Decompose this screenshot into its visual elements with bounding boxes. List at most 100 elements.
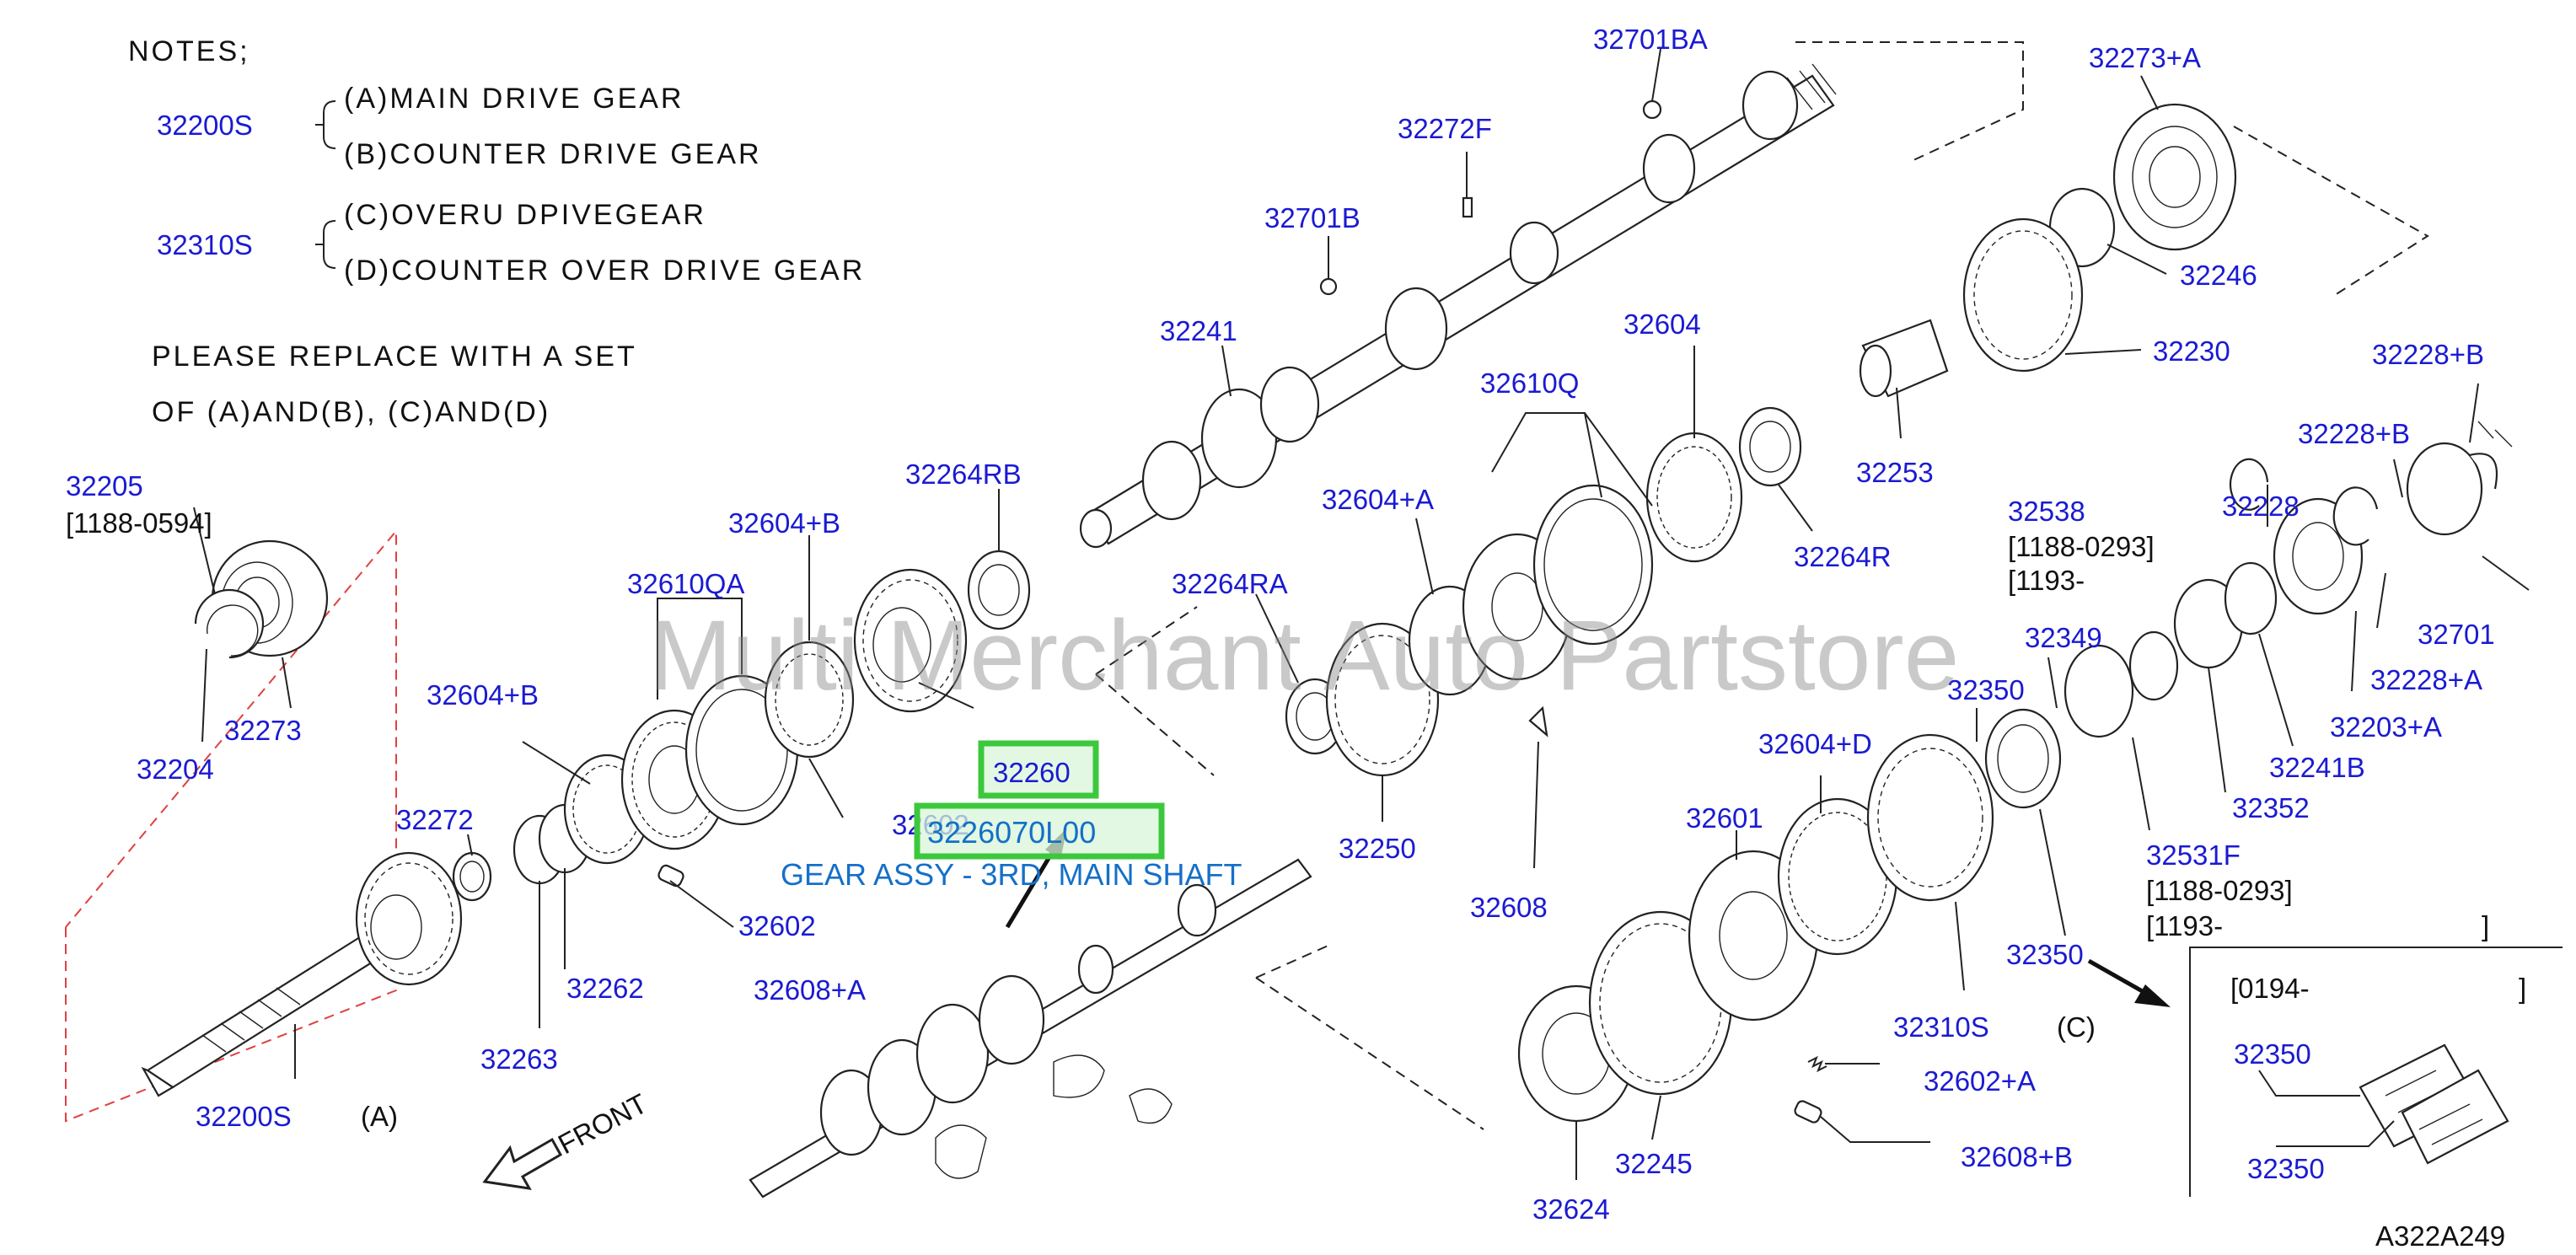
part-32701-bearing[interactable] — [2406, 442, 2483, 536]
label-32604[interactable]: 32604 — [1623, 308, 1701, 340]
label-32250[interactable]: 32250 — [1339, 833, 1416, 864]
part-32264R-needle-bearing[interactable] — [1738, 406, 1802, 487]
label-32262[interactable]: 32262 — [566, 973, 644, 1004]
highlight-callout[interactable]: 32260 3226070L00 GEAR ASSY - 3RD, MAIN S… — [781, 740, 1242, 892]
part-32230-gear[interactable] — [1962, 217, 2084, 373]
part-32228-snap-ring[interactable] — [2230, 458, 2269, 511]
label-32350-b[interactable]: 32350 — [2006, 939, 2084, 970]
part-32701B-ball[interactable] — [1319, 277, 1338, 296]
label-32608A[interactable]: 32608+A — [754, 974, 866, 1006]
part-32272-needle-bearing[interactable] — [452, 851, 492, 902]
label-32241[interactable]: 32241 — [1160, 315, 1237, 346]
label-32531F[interactable]: 32531F — [2146, 839, 2241, 871]
note-b: (B)COUNTER DRIVE GEAR — [344, 138, 762, 170]
notes-code-32310S[interactable]: 32310S — [157, 229, 253, 260]
red-dashed-outline — [65, 528, 397, 1123]
part-32241B-washer[interactable] — [2224, 561, 2278, 636]
brace-icon — [315, 220, 336, 269]
label-32245[interactable]: 32245 — [1615, 1148, 1693, 1179]
part-32602A-spring[interactable] — [1807, 1055, 1827, 1073]
label-32200S[interactable]: 32200S — [196, 1101, 292, 1132]
label-32228B-2[interactable]: 32228+B — [2298, 418, 2410, 449]
label-32264R[interactable]: 32264R — [1794, 541, 1892, 572]
watermark: Multi Merchant Auto Partstore — [649, 600, 1959, 711]
notes-code-32200S[interactable]: 32200S — [157, 110, 253, 141]
label-32272[interactable]: 32272 — [396, 804, 474, 835]
part-32272F-pin[interactable] — [1462, 196, 1473, 218]
label-32604B-top[interactable]: 32604+B — [728, 507, 840, 539]
part-32310S-gear[interactable] — [1866, 733, 1994, 902]
part-32608A-insert[interactable] — [657, 864, 685, 888]
label-32610Q[interactable]: 32610Q — [1480, 367, 1579, 399]
label-32263[interactable]: 32263 — [480, 1043, 558, 1075]
part-32260-3rd-gear[interactable] — [853, 568, 968, 713]
label-32228B-1[interactable]: 32228+B — [2372, 339, 2484, 370]
label-32310S[interactable]: 32310S — [1893, 1011, 1989, 1043]
part-32349-collar[interactable] — [2063, 644, 2134, 738]
label-32624[interactable]: 32624 — [1532, 1193, 1610, 1225]
part-32200S-gear[interactable] — [355, 851, 463, 986]
highlight-box-number[interactable] — [914, 802, 1165, 860]
label-32604D[interactable]: 32604+D — [1758, 728, 1872, 759]
brace-icon — [315, 100, 336, 149]
label-32204[interactable]: 32204 — [137, 754, 214, 785]
label-32608[interactable]: 32608 — [1470, 892, 1548, 923]
label-32246[interactable]: 32246 — [2180, 260, 2257, 291]
label-32602[interactable]: 32602 — [738, 910, 816, 941]
part-32204-snap-ring[interactable] — [194, 588, 265, 659]
label-32264RA[interactable]: 32264RA — [1172, 568, 1288, 599]
label-32352[interactable]: 32352 — [2232, 792, 2310, 823]
part-32200S-shaft[interactable] — [145, 934, 390, 1089]
label-32701BA[interactable]: 32701BA — [1593, 24, 1708, 55]
label-32608B[interactable]: 32608+B — [1961, 1141, 2073, 1172]
main-drive-gear-group — [65, 528, 1031, 1123]
main-shaft-group — [1079, 41, 2024, 549]
part-32604-baulk-ring[interactable] — [1645, 432, 1743, 563]
part-32228A-snap-ring[interactable] — [2332, 486, 2379, 546]
part-32531F-washer[interactable] — [2128, 630, 2179, 701]
part-32273A-bearing[interactable] — [2112, 103, 2237, 251]
label-32610QA[interactable]: 32610QA — [627, 568, 744, 599]
label-32604A[interactable]: 32604+A — [1322, 484, 1434, 515]
part-32608-insert[interactable] — [1528, 705, 1548, 737]
label-inset-32350-2[interactable]: 32350 — [2247, 1153, 2325, 1184]
part-32228B-snap-ring[interactable] — [2469, 453, 2498, 490]
part-32604B-top-baulk-ring[interactable] — [764, 641, 855, 759]
label-32272F[interactable]: 32272F — [1398, 113, 1492, 144]
label-32253[interactable]: 32253 — [1856, 457, 1934, 488]
note-d: (D)COUNTER OVER DRIVE GEAR — [344, 255, 865, 287]
highlight-catalog-number[interactable]: 3226070L00 — [927, 815, 1096, 850]
label-32538[interactable]: 32538 — [2008, 496, 2085, 527]
part-32608B-insert[interactable] — [1794, 1100, 1823, 1124]
label-32701[interactable]: 32701 — [2418, 619, 2495, 650]
label-32228A[interactable]: 32228+A — [2370, 664, 2482, 695]
label-32273[interactable]: 32273 — [224, 715, 302, 746]
inset-border — [2189, 947, 2563, 1197]
label-32604B-left[interactable]: 32604+B — [427, 679, 539, 711]
label-32349[interactable]: 32349 — [2025, 622, 2102, 653]
label-32241B[interactable]: 32241B — [2269, 752, 2365, 783]
note-a: (A)MAIN DRIVE GEAR — [344, 83, 684, 115]
label-front: FRONT — [553, 1087, 652, 1160]
part-32350-needle-bearing[interactable] — [1984, 708, 2062, 809]
note-instruction-2: OF (A)AND(B), (C)AND(D) — [152, 396, 550, 428]
label-32228[interactable]: 32228 — [2222, 491, 2300, 522]
label-inset-32350-1[interactable]: 32350 — [2234, 1038, 2311, 1070]
inset-arrow-icon — [2087, 958, 2171, 1007]
label-32203A[interactable]: 32203+A — [2330, 711, 2442, 743]
label-32601[interactable]: 32601 — [1686, 802, 1763, 834]
part-32701BA-ball[interactable] — [1642, 99, 1662, 120]
label-32230[interactable]: 32230 — [2153, 335, 2230, 367]
label-32350-a[interactable]: 32350 — [1947, 674, 2025, 705]
part-32610Q-sleeve[interactable] — [1532, 484, 1654, 646]
inset-bearing-half-2[interactable] — [2401, 1069, 2509, 1165]
label-32538-range-1: [1188-0293] — [2008, 531, 2155, 562]
label-32264RB[interactable]: 32264RB — [905, 459, 1022, 490]
highlight-box-part[interactable] — [978, 740, 1099, 799]
highlight-part-number[interactable]: 32260 — [993, 757, 1071, 788]
label-32205[interactable]: 32205 — [66, 470, 143, 501]
label-32273A[interactable]: 32273+A — [2089, 42, 2201, 73]
label-inset-range-end: ] — [2519, 973, 2526, 1004]
label-32602A[interactable]: 32602+A — [1924, 1065, 2036, 1097]
label-32701B[interactable]: 32701B — [1264, 202, 1360, 233]
